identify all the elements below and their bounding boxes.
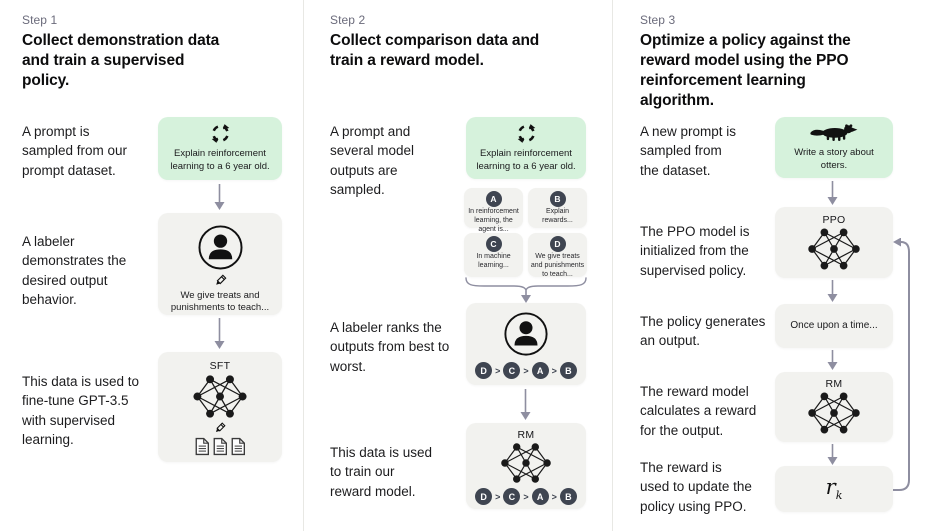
step3-caption-prompt: A new prompt is sampled from the dataset…: [640, 124, 737, 178]
step1-caption-prompt: A prompt is sampled from our prompt data…: [22, 124, 128, 178]
brace-arrow: [465, 277, 587, 303]
output-letter: D: [549, 236, 566, 252]
step3-output-box: Once upon a time...: [775, 304, 893, 348]
rank-chip: D: [475, 488, 493, 505]
step1-prompt-box: Explain reinforcement learning to a 6 ye…: [158, 117, 282, 180]
documents-row: [195, 437, 246, 456]
step3-caption-update: The reward is used to update the policy …: [640, 460, 752, 514]
output-text: Explain rewards...: [542, 208, 573, 224]
output-letter: B: [549, 191, 566, 207]
person-icon: [197, 225, 243, 270]
step3-ppo-box: PPO: [775, 207, 893, 278]
down-arrow: [827, 444, 838, 465]
rank-chip: B: [559, 362, 577, 379]
rank-chip: C: [503, 488, 521, 505]
step2-rm-box: RM D > C > A > B: [466, 423, 586, 509]
step1-caption-labeler: A labeler demonstrates the desired outpu…: [22, 234, 127, 307]
output-letter: A: [485, 191, 502, 207]
otter-icon: [810, 124, 858, 142]
rank-chip: B: [559, 488, 577, 505]
down-arrow: [520, 389, 531, 420]
step3-prompt-box: Write a story about otters.: [775, 117, 893, 178]
network-icon: [500, 442, 552, 484]
step3-title: Optimize a policy against the reward mod…: [640, 32, 851, 110]
document-icon: [231, 437, 245, 456]
rank-chip: C: [503, 362, 521, 379]
step3-prompt-text: Write a story about otters.: [794, 147, 874, 171]
step3-label: Step 3: [640, 13, 676, 27]
step2-title: Collect comparison data and train a rewa…: [330, 32, 540, 70]
step3-caption-output: The policy generates an output.: [640, 314, 766, 349]
step1-caption-finetune: This data is used to fine-tune GPT-3.5 w…: [22, 374, 140, 447]
reward-value: rk: [825, 475, 843, 503]
step1-demo-text: We give treats and punishments to teach.…: [170, 289, 270, 314]
pencil-icon: [213, 274, 226, 287]
output-d: D We give treats and punishments to teac…: [528, 233, 587, 278]
sft-label: SFT: [209, 360, 231, 372]
output-text: In machine learning...: [476, 253, 511, 269]
down-arrow: [214, 184, 225, 210]
down-arrow: [214, 318, 225, 349]
rm-label: RM: [825, 378, 843, 390]
ppo-label: PPO: [822, 214, 846, 226]
model-outputs-grid: A In reinforcement learning, the agent i…: [464, 188, 587, 278]
step2-label: Step 2: [330, 13, 366, 27]
step3-reward-box: rk: [775, 466, 893, 512]
rank-chip: D: [475, 362, 493, 379]
step1-sft-box: SFT: [158, 352, 282, 462]
cycle-icon: [209, 123, 231, 145]
step2-caption-rank: A labeler ranks the outputs from best to…: [330, 320, 450, 374]
step1-labeler-box: We give treats and punishments to teach.…: [158, 213, 282, 315]
step1-label: Step 1: [22, 13, 58, 27]
down-arrow: [827, 350, 838, 370]
down-arrow: [827, 280, 838, 302]
step2-prompt-box: Explain reinforcement learning to a 6 ye…: [466, 117, 586, 179]
rank-chip: A: [531, 488, 549, 505]
output-b: B Explain rewards...: [528, 188, 587, 228]
document-icon: [213, 437, 227, 456]
step1-title: Collect demonstration data and train a s…: [22, 32, 220, 90]
rm-label: RM: [517, 429, 535, 441]
step3-caption-init: The PPO model is initialized from the su…: [640, 224, 750, 278]
step3-output-text: Once upon a time...: [790, 320, 878, 332]
column-divider: [303, 0, 304, 531]
step2-caption-prompt: A prompt and several model outputs are s…: [330, 124, 415, 197]
network-icon: [192, 374, 248, 419]
output-text: We give treats and punishments to teach.…: [530, 253, 585, 278]
ranking-row: D > C > A > B: [475, 362, 577, 379]
network-icon: [807, 227, 861, 271]
step3-rm-box: RM: [775, 372, 893, 442]
cycle-icon: [515, 122, 537, 144]
ranking-row: D > C > A > B: [475, 488, 577, 505]
network-icon: [807, 391, 861, 435]
down-arrow: [827, 181, 838, 205]
document-icon: [195, 437, 209, 456]
step2-prompt-text: Explain reinforcement learning to a 6 ye…: [476, 147, 576, 172]
rank-chip: A: [531, 362, 549, 379]
step2-caption-train: This data is used to train our reward mo…: [330, 445, 433, 499]
step3-caption-reward: The reward model calculates a reward for…: [640, 384, 757, 438]
step1-prompt-text: Explain reinforcement learning to a 6 ye…: [170, 148, 270, 172]
output-text: In reinforcement learning, the agent is.…: [468, 208, 519, 233]
output-a: A In reinforcement learning, the agent i…: [464, 188, 523, 233]
step2-labeler-box: D > C > A > B: [466, 303, 586, 385]
person-icon: [504, 312, 548, 356]
feedback-arrow: [893, 238, 910, 491]
column-divider: [612, 0, 613, 531]
pencil-icon: [214, 422, 226, 434]
output-letter: C: [485, 236, 502, 252]
output-c: C In machine learning...: [464, 233, 523, 277]
